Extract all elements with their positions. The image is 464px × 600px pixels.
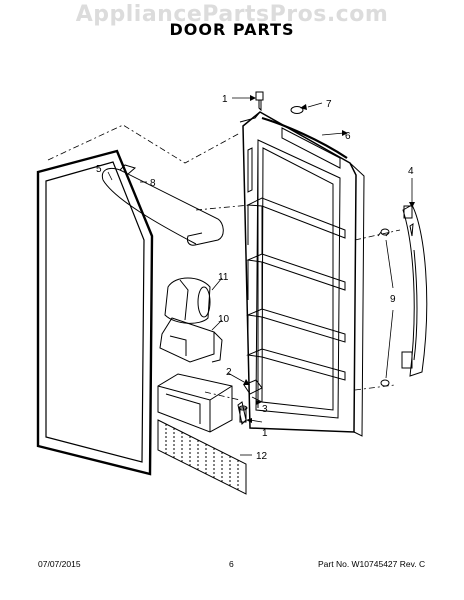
callout-6: 6 <box>345 131 351 142</box>
door-handle <box>401 204 428 377</box>
callout-1-bottom: 1 <box>262 428 268 439</box>
callout-9: 9 <box>390 294 396 305</box>
door-bin <box>157 373 233 433</box>
footer-page-number: 6 <box>229 559 234 569</box>
top-hinge-pin <box>255 91 264 112</box>
callout-arrows <box>243 95 415 423</box>
site-watermark: AppliancePartsPros.com <box>75 2 389 27</box>
callout-numbers: 1 7 6 5 8 4 11 10 9 2 3 1 12 <box>96 94 414 462</box>
callout-5: 5 <box>96 164 102 175</box>
assembly-guide-lines <box>47 124 401 401</box>
dairy-bin <box>159 317 223 363</box>
footer-part-number: Part No. W10745427 Rev. C <box>318 559 426 569</box>
door-shelf-rail <box>101 164 224 246</box>
hinge-pin <box>238 405 248 423</box>
callout-7: 7 <box>326 99 332 110</box>
footer-date: 07/07/2015 <box>38 559 81 569</box>
callout-10: 10 <box>218 314 230 325</box>
dairy-cover <box>164 277 211 324</box>
callout-12: 12 <box>256 451 268 462</box>
handle-screws <box>377 228 390 387</box>
door-gasket <box>36 149 154 476</box>
door-liner <box>239 111 365 437</box>
callout-1-top: 1 <box>222 94 228 105</box>
callout-11: 11 <box>218 272 229 283</box>
callout-4: 4 <box>408 166 414 177</box>
callout-8: 8 <box>150 178 156 189</box>
callout-leaders <box>107 97 413 456</box>
callout-3: 3 <box>262 404 268 415</box>
door-bins-inner <box>246 147 346 381</box>
toe-grille <box>157 419 247 495</box>
callout-2: 2 <box>226 367 232 378</box>
o-ring-cap <box>290 106 304 114</box>
page-title: DOOR PARTS <box>169 20 295 39</box>
